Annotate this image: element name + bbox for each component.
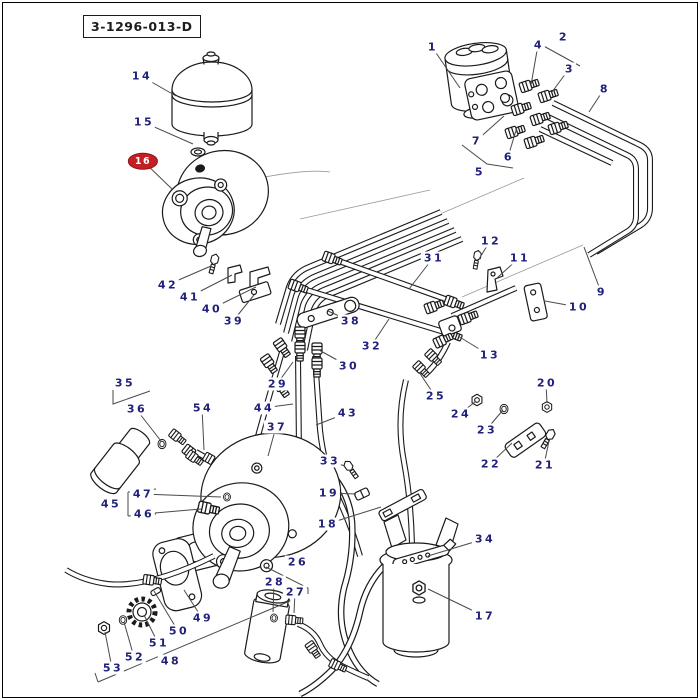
part-label-17[interactable]: 17 [471,609,497,623]
clamp-parts-centre [341,458,427,522]
group-bracket-6 [265,566,309,594]
part-label-42[interactable]: 42 [154,278,180,292]
part-label-39[interactable]: 39 [220,314,246,328]
part-label-12[interactable]: 12 [477,234,503,248]
leader-line-9 [583,246,602,293]
leader-line-4 [530,44,539,86]
part-label-37[interactable]: 37 [263,420,289,434]
part-label-18[interactable]: 18 [314,517,340,531]
part-label-26[interactable]: 26 [284,555,310,569]
part-label-13[interactable]: 13 [476,348,502,362]
part-label-7[interactable]: 7 [468,134,484,148]
hoses-lower [298,449,398,697]
part-label-43[interactable]: 43 [334,406,360,420]
pump-16-drawing [161,149,269,258]
part-label-35[interactable]: 35 [111,376,137,390]
part-label-33[interactable]: 33 [316,454,342,468]
part-label-47[interactable]: 47 [129,487,155,501]
reservoir-drawing [171,51,253,157]
part-label-4[interactable]: 4 [530,38,546,52]
leader-line-54 [201,407,205,451]
highlighted-part-label-16[interactable]: 16 [127,152,159,170]
part-label-54[interactable]: 54 [189,401,215,415]
part-label-40[interactable]: 40 [198,302,224,316]
part-label-8[interactable]: 8 [596,82,612,96]
cylinder-group [244,589,370,681]
fittings-cluster-top [499,76,570,150]
part-label-10[interactable]: 10 [565,300,591,314]
part-label-23[interactable]: 23 [473,423,499,437]
part-label-51[interactable]: 51 [145,636,171,650]
group-bracket-2 [112,390,151,405]
part-label-41[interactable]: 41 [176,290,202,304]
part-label-3[interactable]: 3 [561,62,577,76]
part-label-31[interactable]: 31 [420,251,446,265]
pump-37-drawing [192,432,342,589]
part-label-28[interactable]: 28 [261,575,287,589]
part-label-11[interactable]: 11 [506,251,532,265]
part-label-34[interactable]: 34 [471,532,497,546]
part-label-2[interactable]: 2 [555,30,571,44]
drawing-number-box: 3-1296-013-D [83,15,201,38]
part-label-50[interactable]: 50 [165,624,191,638]
part-label-24[interactable]: 24 [447,407,473,421]
part-label-48[interactable]: 48 [157,654,183,668]
group-bracket-0 [539,43,581,67]
leader-line-50 [153,590,179,632]
part-label-45[interactable]: 45 [97,497,123,511]
part-label-53[interactable]: 53 [99,661,125,675]
part-label-5[interactable]: 5 [471,165,487,179]
part-label-27[interactable]: 27 [282,585,308,599]
leader-line-47 [141,493,222,498]
part-label-19[interactable]: 19 [315,486,341,500]
part-label-36[interactable]: 36 [123,402,149,416]
part-label-29[interactable]: 29 [264,377,290,391]
part-label-20[interactable]: 20 [533,376,559,390]
drawing-number: 3-1296-013-D [91,19,193,34]
group-bracket-8 [94,672,99,683]
part-label-52[interactable]: 52 [121,650,147,664]
part-label-9[interactable]: 9 [593,285,609,299]
part-label-25[interactable]: 25 [422,389,448,403]
group-bracket-1 [461,144,514,169]
part-label-1[interactable]: 1 [424,40,440,54]
part-label-49[interactable]: 49 [189,611,215,625]
part-label-30[interactable]: 30 [335,359,361,373]
part-label-6[interactable]: 6 [500,150,516,164]
part-label-44[interactable]: 44 [250,401,276,415]
part-label-46[interactable]: 46 [130,507,156,521]
filter-assembly [379,514,459,658]
leader-line-1 [431,46,461,89]
part-label-14[interactable]: 14 [128,69,154,83]
pump-37-fittings [64,449,231,588]
tubes-31-32 [287,250,518,344]
brackets-left [206,252,360,400]
steel-pipes-right [538,100,653,258]
part-label-22[interactable]: 22 [477,457,503,471]
part-label-15[interactable]: 15 [130,115,156,129]
part-label-21[interactable]: 21 [531,458,557,472]
part-label-38[interactable]: 38 [337,314,363,328]
steering-unit-drawing [444,41,519,121]
fasteners-right [471,393,558,458]
tee-cluster [411,249,548,380]
group-bracket-7 [97,600,291,683]
part-label-32[interactable]: 32 [358,339,384,353]
